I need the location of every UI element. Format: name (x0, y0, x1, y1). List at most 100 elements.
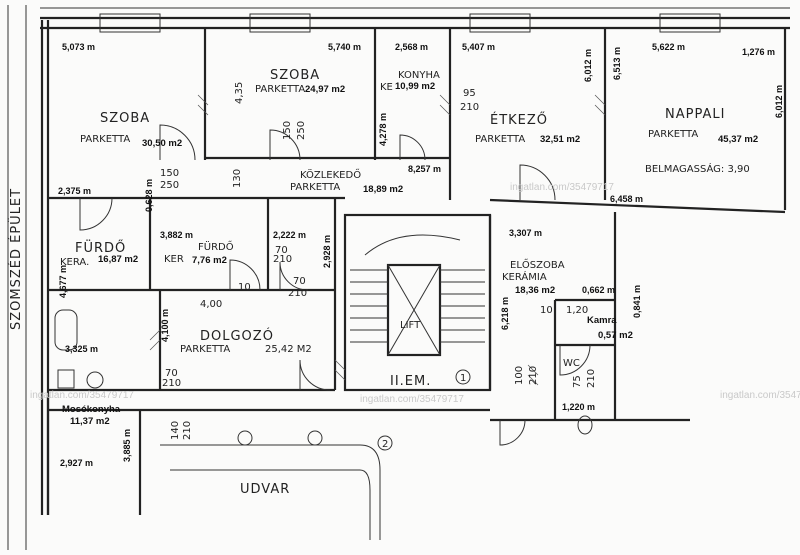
room-eloszoba-area: 18,36 m2 (515, 285, 555, 296)
dim-label: 0,662 m (582, 285, 615, 295)
dim-label: 2,375 m (58, 186, 91, 196)
room-etkezo-floor: PARKETTA (475, 134, 525, 145)
hand-note: 10 (238, 282, 251, 293)
room-nappali-floor: PARKETTA (648, 129, 698, 140)
room-eloszoba: ELŐSZOBA KERÁMIA 18,36 m2 (502, 257, 565, 296)
room-nappali-area: 45,37 m2 (718, 134, 758, 145)
hand-note: 70 (275, 245, 288, 256)
hand-note: 250 (160, 180, 179, 191)
room-wc-name: WC (563, 358, 580, 369)
door-swings (79, 124, 591, 446)
dimension-labels: 5,073 m 5,740 m 2,568 m 5,407 m 5,622 m … (58, 42, 784, 468)
hand-note: 210 (273, 254, 292, 265)
floor-level-label: II.EM. (390, 374, 431, 389)
room-szoba2-floor: PARKETTA (255, 84, 305, 95)
hand-note: 95 (463, 88, 476, 99)
room-nappali-name: NAPPALI (665, 107, 725, 122)
room-szoba1-name: SZOBA (100, 111, 150, 126)
stair-marker-1-label: 1 (460, 373, 466, 384)
stair-marker-2-label: 2 (382, 439, 388, 450)
watermark-text: ingatlan.com/35479717 (30, 390, 134, 401)
dim-label: 6,012 m (583, 49, 593, 82)
dim-label: 0,628 m (144, 179, 154, 212)
room-kozlekedo-area: 18,89 m2 (363, 184, 403, 195)
room-mosokonyha: Mosókonyha 11,37 m2 (62, 404, 121, 427)
dim-label: 5,073 m (62, 42, 95, 52)
stair-treads (350, 234, 485, 343)
dim-label: 3,307 m (509, 228, 542, 238)
room-konyha-prefix: KE (380, 82, 393, 93)
dim-label: 3,885 m (122, 429, 132, 462)
room-kamra: Kamra 0,57 m2 (587, 315, 633, 341)
room-dolgozo-floor: PARKETTA (180, 344, 230, 355)
dim-label: 3,882 m (160, 230, 193, 240)
dim-label: 4,278 m (378, 113, 388, 146)
wall-etkezo-south (489, 198, 786, 214)
room-furdo2-name: FÜRDŐ (198, 239, 234, 253)
room-etkezo: ÉTKEZŐ PARKETTA 32,51 m2 (475, 112, 580, 145)
hand-note: 4,35 (234, 82, 245, 104)
hand-note: 130 (232, 169, 243, 188)
room-furdo1-area: 16,87 m2 (98, 254, 138, 265)
room-konyha-area: 10,99 m2 (395, 81, 435, 92)
dim-label: 1,220 m (562, 402, 595, 412)
sink-icon (57, 369, 75, 389)
toilet-icon (577, 415, 593, 435)
wall-hatching (149, 94, 606, 386)
room-furdo2: FÜRDŐ KER 7,76 m2 (164, 239, 234, 266)
watermark-text: ingatlan.com/35479717 (360, 394, 464, 405)
hand-note: 10 (540, 305, 553, 316)
room-furdo1: FÜRDŐ KERA. 16,87 m2 (60, 239, 138, 268)
room-kamra-area: 0,57 m2 (598, 330, 633, 341)
hand-note: 250 (296, 121, 307, 140)
hand-note: 210 (288, 288, 307, 299)
watermarks: ingatlan.com/35479717 ingatlan.com/35479… (30, 182, 800, 405)
stair-marker-1 (455, 369, 471, 385)
room-eloszoba-floor: KERÁMIA (502, 270, 547, 283)
hand-note: 210 (528, 366, 539, 385)
room-eloszoba-name: ELŐSZOBA (510, 257, 565, 271)
room-szoba2-name: SZOBA (270, 68, 320, 83)
dim-label: 5,740 m (328, 42, 361, 52)
neighbour-building-label: SZOMSZÉD ÉPÜLET (7, 188, 24, 330)
hand-note: 140 (170, 421, 181, 440)
ceiling-height-label: BELMAGASSÁG: 3,90 (645, 162, 750, 175)
hand-note: 210 (460, 102, 479, 113)
room-kamra-name: Kamra (587, 315, 617, 326)
room-furdo1-name: FÜRDŐ (75, 239, 126, 256)
dim-label: 2,568 m (395, 42, 428, 52)
dim-label: 2,928 m (322, 235, 332, 268)
dim-label: 2,927 m (60, 458, 93, 468)
dim-label: 0,841 m (632, 285, 642, 318)
room-szoba1-floor: PARKETTA (80, 134, 130, 145)
room-nappali: NAPPALI PARKETTA 45,37 m2 (648, 107, 758, 145)
room-furdo1-floor: KERA. (60, 257, 89, 268)
hand-note: 70 (165, 368, 178, 379)
dim-label: 1,276 m (742, 47, 775, 57)
door-size-notes: 4,35 150 250 150 250 130 95 210 70 210 7… (160, 82, 597, 440)
courtyard-label: UDVAR (240, 482, 290, 497)
room-konyha-name: KONYHA (398, 70, 440, 81)
washer-icon (86, 371, 104, 389)
room-szoba1-area: 30,50 m2 (142, 138, 182, 149)
column-icon (237, 430, 253, 446)
room-szoba1: SZOBA PARKETTA 30,50 m2 (80, 111, 182, 149)
hand-note: 210 (586, 369, 597, 388)
room-dolgozo-area: 25,42 M2 (265, 344, 312, 355)
room-dolgozo: DOLGOZÓ PARKETTA 25,42 M2 (180, 328, 312, 355)
dim-label: 6,458 m (610, 194, 643, 204)
room-mosokonyha-area: 11,37 m2 (70, 416, 110, 427)
room-kozlekedo: KÖZLEKEDŐ PARKETTA 18,89 m2 (290, 167, 403, 195)
room-etkezo-area: 32,51 m2 (540, 134, 580, 145)
bathtub-icon (54, 309, 78, 351)
room-mosokonyha-name: Mosókonyha (62, 404, 121, 415)
dim-label: 6,218 m (500, 297, 510, 330)
stair-marker-2 (377, 435, 393, 451)
watermark-text: ingatlan.com/35479717 (510, 182, 614, 193)
dim-label: 4,677 m (58, 265, 68, 298)
dim-label: 2,222 m (273, 230, 306, 240)
room-szoba2-area: 24,97 m2 (305, 84, 345, 95)
hand-note: 150 (282, 121, 293, 140)
